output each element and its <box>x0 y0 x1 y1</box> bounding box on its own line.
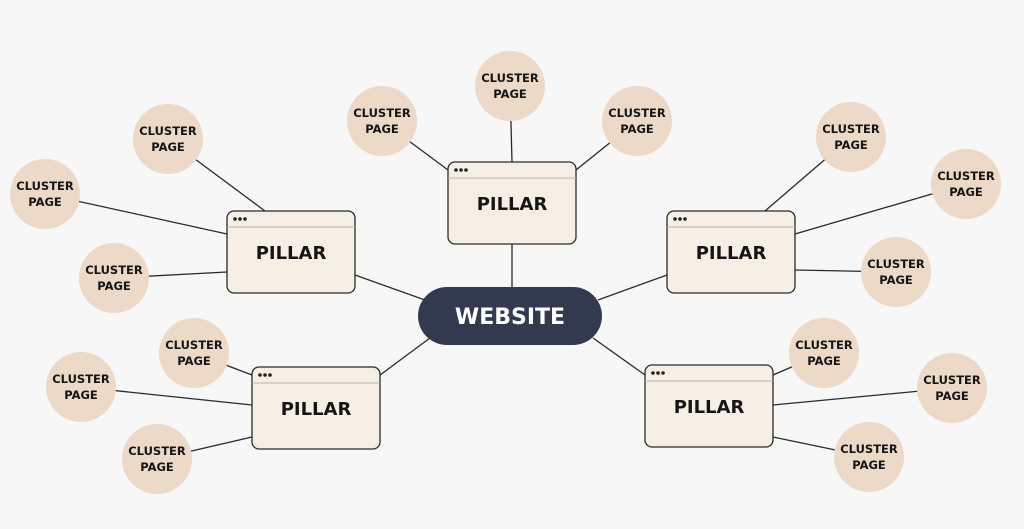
cluster-label-line2: PAGE <box>620 122 654 136</box>
cluster-circle <box>122 424 192 494</box>
pillar-page-window: PILLAR <box>447 161 577 245</box>
pillar-window-frame <box>251 366 381 450</box>
cluster-label-line1: CLUSTER <box>52 372 110 386</box>
cluster-page-node: CLUSTER PAGE <box>122 424 192 494</box>
pillar-window-frame <box>447 161 577 245</box>
cluster-label-line1: CLUSTER <box>937 169 995 183</box>
cluster-label-line1: CLUSTER <box>608 106 666 120</box>
cluster-label-line1: CLUSTER <box>481 71 539 85</box>
window-dot-icon <box>459 168 463 172</box>
pillar-label: PILLAR <box>256 243 327 264</box>
pillar-label: PILLAR <box>696 243 767 264</box>
window-dot-icon <box>243 217 247 221</box>
cluster-label-line1: CLUSTER <box>923 373 981 387</box>
cluster-label-line2: PAGE <box>97 279 131 293</box>
pillar-label: PILLAR <box>674 397 745 418</box>
website-pillar-connector <box>354 274 426 301</box>
cluster-circle <box>789 318 859 388</box>
cluster-circle <box>861 237 931 307</box>
cluster-label-line1: CLUSTER <box>353 106 411 120</box>
cluster-label-line2: PAGE <box>493 87 527 101</box>
pillar-window-frame <box>226 210 356 294</box>
cluster-page-node: CLUSTER PAGE <box>347 86 417 156</box>
cluster-circle <box>159 318 229 388</box>
window-dot-icon <box>268 373 272 377</box>
cluster-label-line1: CLUSTER <box>165 338 223 352</box>
website-label: WEBSITE <box>455 305 565 330</box>
cluster-label-line2: PAGE <box>949 185 983 199</box>
pillar-page-window: PILLAR <box>644 364 774 448</box>
window-dot-icon <box>263 373 267 377</box>
cluster-circle <box>79 243 149 313</box>
window-dot-icon <box>651 371 655 375</box>
window-dot-icon <box>454 168 458 172</box>
pillar-page-window: PILLAR <box>666 210 796 294</box>
cluster-page-node: CLUSTER PAGE <box>789 318 859 388</box>
cluster-circle <box>347 86 417 156</box>
cluster-label-line2: PAGE <box>879 273 913 287</box>
cluster-page-node: CLUSTER PAGE <box>46 352 116 422</box>
window-dot-icon <box>683 217 687 221</box>
cluster-label-line1: CLUSTER <box>795 338 853 352</box>
cluster-label-line2: PAGE <box>64 388 98 402</box>
cluster-label-line1: CLUSTER <box>822 122 880 136</box>
website-pillar-connector <box>592 337 646 376</box>
window-dot-icon <box>238 217 242 221</box>
cluster-page-node: CLUSTER PAGE <box>816 102 886 172</box>
cluster-page-node: CLUSTER PAGE <box>475 51 545 121</box>
cluster-page-node: CLUSTER PAGE <box>10 159 80 229</box>
cluster-label-line2: PAGE <box>151 140 185 154</box>
cluster-circle <box>475 51 545 121</box>
window-dot-icon <box>656 371 660 375</box>
cluster-label-line1: CLUSTER <box>840 442 898 456</box>
cluster-page-node: CLUSTER PAGE <box>834 422 904 492</box>
pillar-label: PILLAR <box>281 399 352 420</box>
cluster-label-line2: PAGE <box>28 195 62 209</box>
pillar-page-window: PILLAR <box>251 366 381 450</box>
cluster-circle <box>46 352 116 422</box>
cluster-page-node: CLUSTER PAGE <box>602 86 672 156</box>
cluster-circle <box>816 102 886 172</box>
window-dot-icon <box>673 217 677 221</box>
window-dot-icon <box>464 168 468 172</box>
window-dot-icon <box>258 373 262 377</box>
cluster-label-line2: PAGE <box>834 138 868 152</box>
cluster-label-line1: CLUSTER <box>128 444 186 458</box>
cluster-page-node: CLUSTER PAGE <box>159 318 229 388</box>
cluster-label-line1: CLUSTER <box>85 263 143 277</box>
cluster-page-node: CLUSTER PAGE <box>133 104 203 174</box>
website-pillar-connector <box>379 337 431 376</box>
cluster-label-line1: CLUSTER <box>16 179 74 193</box>
website-pillar-connector <box>597 274 668 301</box>
cluster-page-node: CLUSTER PAGE <box>79 243 149 313</box>
cluster-label-line1: CLUSTER <box>867 257 925 271</box>
cluster-label-line2: PAGE <box>807 354 841 368</box>
cluster-circle <box>834 422 904 492</box>
cluster-page-node: CLUSTER PAGE <box>861 237 931 307</box>
cluster-label-line2: PAGE <box>177 354 211 368</box>
cluster-circle <box>10 159 80 229</box>
pillar-label: PILLAR <box>477 194 548 215</box>
cluster-label-line2: PAGE <box>935 389 969 403</box>
pillar-page-window: PILLAR <box>226 210 356 294</box>
window-dot-icon <box>678 217 682 221</box>
cluster-label-line2: PAGE <box>365 122 399 136</box>
window-dot-icon <box>233 217 237 221</box>
website-pill <box>418 287 602 345</box>
cluster-circle <box>917 353 987 423</box>
pillar-window-frame <box>666 210 796 294</box>
pillar-window-frame <box>644 364 774 448</box>
cluster-page-node: CLUSTER PAGE <box>931 149 1001 219</box>
cluster-label-line1: CLUSTER <box>139 124 197 138</box>
cluster-page-node: CLUSTER PAGE <box>917 353 987 423</box>
window-dot-icon <box>661 371 665 375</box>
cluster-circle <box>133 104 203 174</box>
cluster-label-line2: PAGE <box>852 458 886 472</box>
website-node: WEBSITE <box>418 287 602 345</box>
cluster-label-line2: PAGE <box>140 460 174 474</box>
cluster-circle <box>602 86 672 156</box>
nodes: CLUSTER PAGE CLUSTER PAGE CLUSTER PAGE PILLAR C… <box>10 51 1001 494</box>
cluster-circle <box>931 149 1001 219</box>
